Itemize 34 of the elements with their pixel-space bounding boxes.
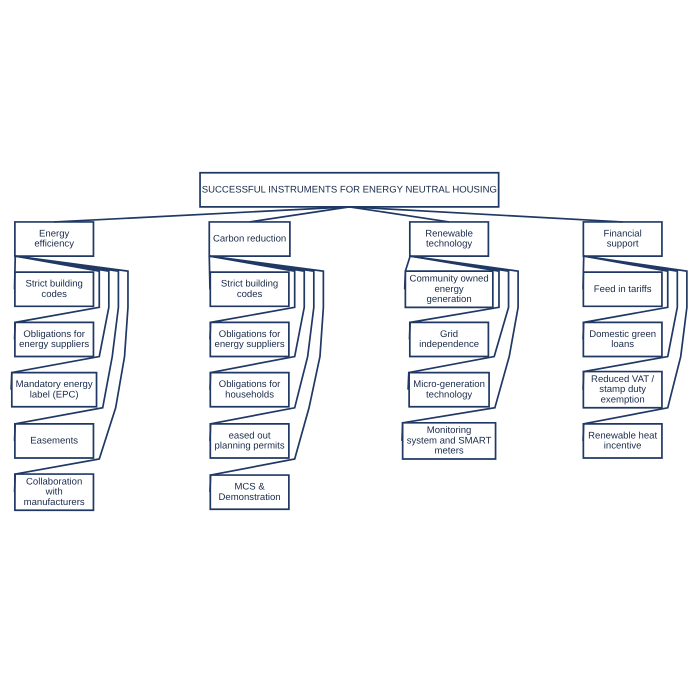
node-box: Obligations for households xyxy=(209,371,290,408)
connector xyxy=(249,206,350,222)
connector xyxy=(582,254,669,339)
node-box: SUCCESSFUL INSTRUMENTS FOR ENERGY NEUTRAL HOUSING xyxy=(199,171,500,208)
connector xyxy=(401,254,519,440)
connector xyxy=(408,254,500,339)
node-box: Micro-generation technology xyxy=(408,371,490,408)
node-box: Financial support xyxy=(582,220,663,256)
node-box: Monitoring system and SMART meters xyxy=(402,421,496,460)
node-box: Easements xyxy=(14,422,94,458)
node-box: Community owned energy generation xyxy=(404,270,494,308)
node-box: Energy efficiency xyxy=(14,220,94,256)
node-box: Collaboration with manufacturers xyxy=(14,472,94,511)
node-box: Mandatory energy label (EPC) xyxy=(10,371,98,408)
connector xyxy=(14,256,16,289)
node-box: MCS & Demonstration xyxy=(209,474,290,510)
node-box: Domestic green loans xyxy=(582,321,663,357)
node-box: Obligations for energy suppliers xyxy=(209,321,290,357)
node-box: Obligations for energy suppliers xyxy=(14,321,94,357)
connector xyxy=(349,206,623,222)
node-box: Strict building codes xyxy=(209,270,290,307)
connector xyxy=(208,256,211,289)
node-box: Grid independence xyxy=(408,321,490,357)
node-box: Carbon reduction xyxy=(208,220,291,256)
connector xyxy=(582,256,585,289)
connector xyxy=(10,254,110,390)
node-box: Reduced VAT / stamp duty exemption xyxy=(582,370,663,408)
node-box: Renewable technology xyxy=(408,220,490,256)
node-box: Renewable heat incentive xyxy=(582,422,663,458)
node-box: eased out planning permits xyxy=(209,422,290,458)
node-box: Strict building codes xyxy=(14,270,94,307)
connector xyxy=(404,255,411,289)
node-box: Feed in tariffs xyxy=(582,270,663,307)
connector xyxy=(54,206,350,222)
